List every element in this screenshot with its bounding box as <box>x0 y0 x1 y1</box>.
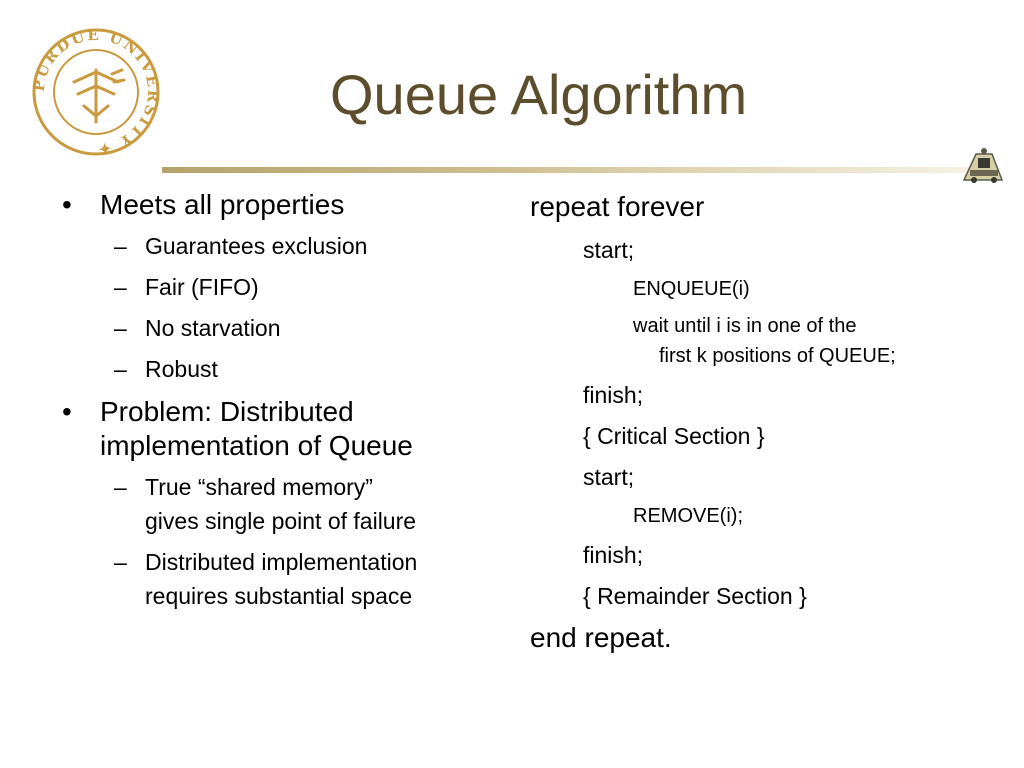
sub-bullet-shared-memory: True “shared memory” gives single point … <box>58 470 498 538</box>
sub-bullet-robust: Robust <box>58 352 498 386</box>
code-finish-1: finish; <box>583 382 644 408</box>
sub-bullet-distributed-line1: Distributed implementation <box>145 549 418 575</box>
purdue-university-seal-icon: PURDUE UNIVERSITY ✦ <box>30 26 161 159</box>
sub-bullet-distributed-line2: requires substantial space <box>145 583 413 609</box>
bullet-problem-line1: Problem: Distributed <box>100 396 354 427</box>
sub-bullet-exclusion: Guarantees exclusion <box>58 229 498 263</box>
code-finish-2: finish; <box>583 542 644 568</box>
bullet-properties: Meets all properties <box>58 188 498 222</box>
bullet-problem: Problem: Distributed implementation of Q… <box>58 395 498 463</box>
sub-bullet-distributed: Distributed implementation requires subs… <box>58 545 498 613</box>
slide-title: Queue Algorithm <box>330 63 748 126</box>
algorithm-pseudocode: repeat forever start; ENQUEUE(i) wait un… <box>530 188 1010 657</box>
sub-bullet-starvation: No starvation <box>58 311 498 345</box>
bullet-problem-line2: implementation of Queue <box>100 430 413 461</box>
purdue-train-logo-icon <box>962 148 1004 183</box>
code-start-1: start; <box>583 237 635 263</box>
code-end-repeat: end repeat. <box>530 622 672 653</box>
code-wait-until: wait until i is in one of the first k po… <box>530 311 1010 371</box>
sub-bullet-fair: Fair (FIFO) <box>58 270 498 304</box>
code-start-2: start; <box>583 464 635 490</box>
title-divider <box>162 167 970 173</box>
code-remove: REMOVE(i); <box>633 505 743 527</box>
left-bullet-list: Meets all properties Guarantees exclusio… <box>58 188 498 613</box>
code-repeat-forever: repeat forever <box>530 191 705 222</box>
code-wait-line1: wait until i is in one of the <box>633 315 857 337</box>
code-remainder-section: { Remainder Section } <box>583 583 807 609</box>
code-enqueue: ENQUEUE(i) <box>633 278 750 300</box>
code-wait-line2: first k positions of QUEUE; <box>659 345 896 367</box>
sub-bullet-shared-memory-line1: True “shared memory” <box>145 474 373 500</box>
sub-bullet-shared-memory-line2: gives single point of failure <box>145 508 417 534</box>
code-critical-section: { Critical Section } <box>583 423 765 449</box>
